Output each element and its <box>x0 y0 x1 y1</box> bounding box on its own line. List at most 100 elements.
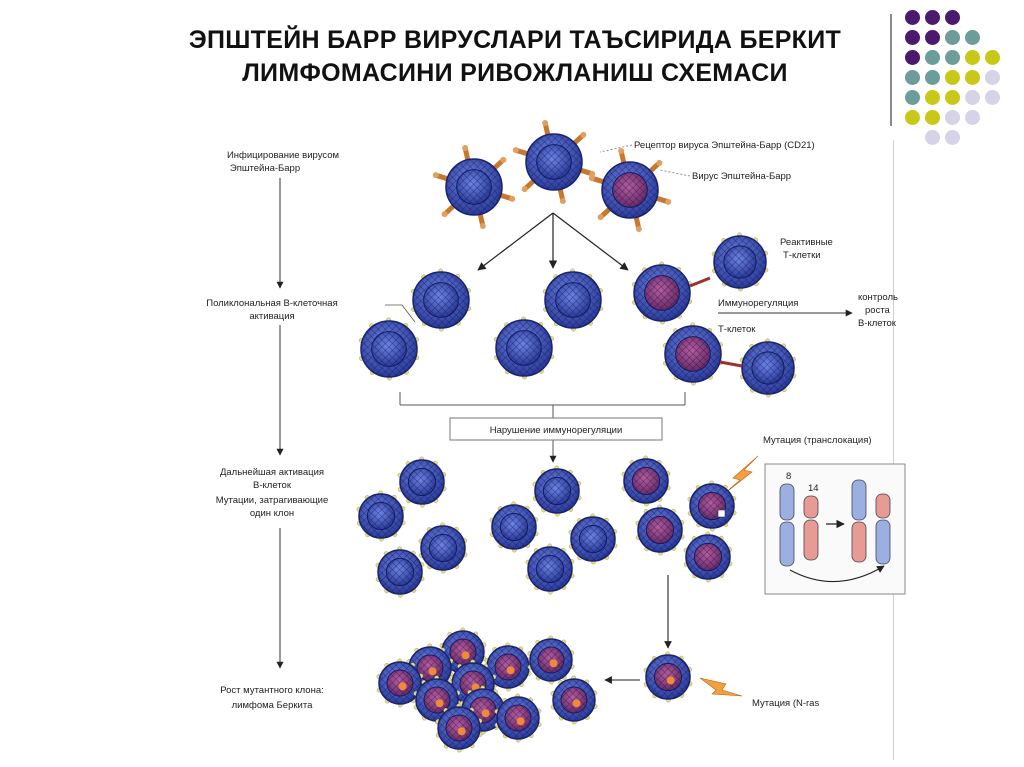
control-label-2: роста <box>865 305 891 316</box>
b-cell <box>568 513 618 565</box>
decor-dot <box>945 30 960 45</box>
b-cell <box>358 317 420 381</box>
derivative-chromosome-8 <box>851 479 867 563</box>
decor-dot <box>905 110 920 125</box>
t-cell-contact <box>719 360 743 368</box>
decor-dot <box>965 90 980 105</box>
b-cell <box>512 119 596 205</box>
decor-dot <box>985 50 1000 65</box>
label-further-2: В-клеток <box>253 480 292 491</box>
decor-dot <box>925 130 940 145</box>
transloc-curve-arrow <box>789 565 885 583</box>
label-further-4: один клон <box>250 508 294 519</box>
infected-b-cell <box>643 651 693 703</box>
decor-dot <box>945 110 960 125</box>
branch-arrows <box>477 212 629 271</box>
b-cell <box>397 456 447 508</box>
b-cell <box>432 144 516 230</box>
b-cell <box>356 490 406 542</box>
tcells-label: Т-клеток <box>718 324 756 335</box>
decor-dot <box>925 90 940 105</box>
decor-dot <box>965 70 980 85</box>
b-cell <box>542 268 604 332</box>
infected-b-cell <box>527 635 575 685</box>
chrom8-label: 8 <box>786 471 791 482</box>
derivative-chromosome-14 <box>875 493 891 565</box>
receptor-label: Рецептор вируса Эпштейна-Барр (CD21) <box>634 140 815 151</box>
decor-dot <box>945 50 960 65</box>
t-cell <box>739 338 797 398</box>
b-cell <box>375 546 425 598</box>
infected-b-cell <box>662 322 724 386</box>
decor-dot <box>985 90 1000 105</box>
reactive-label-1: Реактивные <box>780 237 833 248</box>
decor-dot <box>945 90 960 105</box>
control-label-3: В-клеток <box>858 318 897 329</box>
slide-title: ЭПШТЕЙН БАРР ВИРУСЛАРИ ТАЪСИРИДА БЕРКИТ … <box>130 24 900 90</box>
decor-dot <box>965 50 980 65</box>
t-cell-contact <box>689 276 711 288</box>
decor-dot <box>905 70 920 85</box>
mutation-bolt-top <box>723 455 759 495</box>
infected-b-cell <box>406 643 454 693</box>
decor-dot <box>945 130 960 145</box>
label-growth-1: Рост мутантного клона: <box>220 685 324 696</box>
decor-dot <box>905 90 920 105</box>
divider-line-lower <box>893 140 894 760</box>
b-cell <box>489 501 539 553</box>
divider-line <box>890 14 892 126</box>
infected-b-cell <box>494 693 542 743</box>
decor-dot <box>925 70 940 85</box>
decor-dot <box>905 30 920 45</box>
b-cell <box>418 522 468 574</box>
decor-dot <box>925 30 940 45</box>
chrom14-label: 14 <box>808 483 819 494</box>
decor-dot <box>905 50 920 65</box>
title-line-1: ЭПШТЕЙН БАРР ВИРУСЛАРИ ТАЪСИРИДА БЕРКИТ <box>188 26 842 54</box>
decor-dot <box>945 70 960 85</box>
title-line-2: ЛИМФОМАСИНИ РИВОЖЛАНИШ СХЕМАСИ <box>242 59 788 87</box>
virus-label: Вирус Эпштейна-Барр <box>692 171 791 182</box>
reactive-label-2: Т-клетки <box>783 250 821 261</box>
annotation-pointers <box>599 144 691 177</box>
label-polyclonal-1: Поликлональная В-клеточная <box>206 298 338 309</box>
label-polyclonal-2: активация <box>249 311 294 322</box>
chromosome-8 <box>779 483 795 567</box>
mutation-transloc-label: Мутация (транслокация) <box>763 435 872 446</box>
decorative-dot-grid <box>905 10 1015 160</box>
convergence-bracket <box>399 392 686 463</box>
b-cell <box>532 465 582 517</box>
label-further-1: Дальнейшая активация <box>220 467 324 478</box>
control-label-1: контроль <box>858 292 898 303</box>
disruption-box <box>449 417 663 441</box>
infected-b-cell <box>550 675 598 725</box>
decor-dot <box>985 70 1000 85</box>
mutation-bolt-bottom <box>699 677 743 697</box>
chromosome-14 <box>803 495 819 561</box>
decor-dot <box>925 50 940 65</box>
decor-dot <box>965 110 980 125</box>
infected-b-cell <box>687 480 737 532</box>
decor-dot <box>945 10 960 25</box>
decor-dot <box>905 10 920 25</box>
infected-b-cell <box>435 703 483 753</box>
label-growth-2: лимфома Беркита <box>232 700 313 711</box>
polyclonal-connector <box>385 304 416 323</box>
infected-b-cell <box>635 504 685 556</box>
label-further-3: Мутации, затрагивающие <box>216 495 329 506</box>
disruption-label: Нарушение иммунорегуляции <box>490 425 623 436</box>
infected-b-cell <box>621 455 671 507</box>
label-infection-2: Эпштейна-Барр <box>230 163 300 174</box>
label-infection-1: Инфицирование вирусом <box>227 150 339 161</box>
infected-b-cell <box>376 658 424 708</box>
immunoreg-label: Иммунорегуляция <box>718 298 798 309</box>
t-cell <box>711 232 769 292</box>
left-labels: Инфицирование вирусом Эпштейна-Барр Поли… <box>206 150 339 711</box>
b-cell <box>493 316 555 380</box>
mutation-nras-label: Мутация (N-ras <box>752 698 819 709</box>
b-cell <box>525 543 575 595</box>
cells-layer <box>356 119 797 753</box>
infected-b-cell <box>631 261 693 325</box>
infected-b-cell <box>588 147 672 233</box>
